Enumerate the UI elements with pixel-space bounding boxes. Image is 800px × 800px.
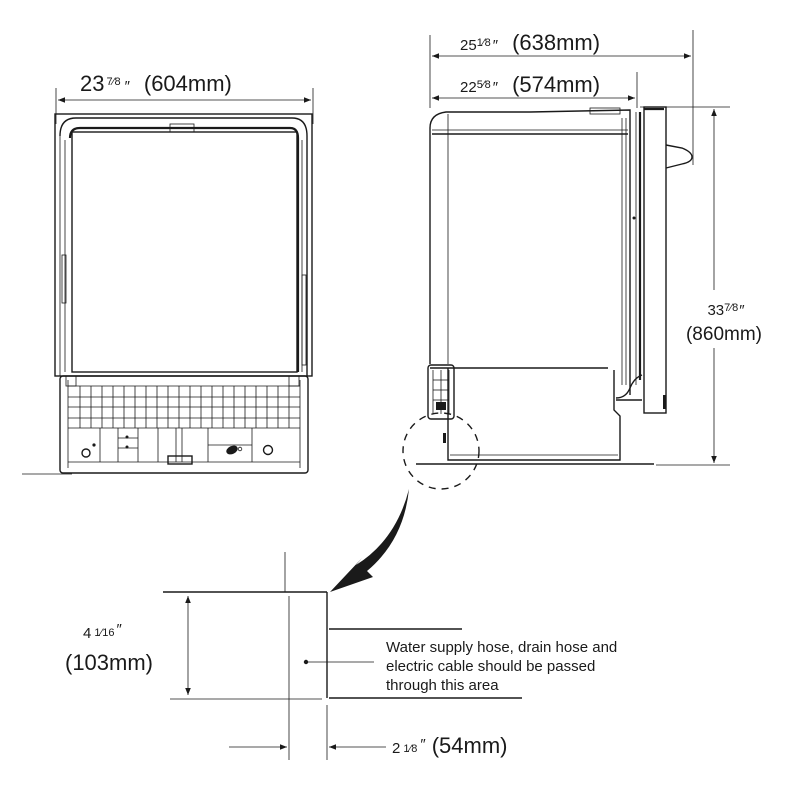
side-height-dimension: 337⁄8″ (860mm) xyxy=(640,106,762,466)
overall-depth-label: 251⁄8″(638mm) xyxy=(460,30,600,55)
routing-note: Water supply hose, drain hose and electr… xyxy=(386,639,621,694)
side-view: 251⁄8″(638mm) 225⁄8″(574mm) 337⁄8″ (860m… xyxy=(402,30,762,490)
side-cabinet-depth-dimension: 225⁄8″(574mm) xyxy=(432,72,638,108)
drain-connector-icon xyxy=(226,445,243,455)
side-overall-depth-dimension: 251⁄8″(638mm) xyxy=(429,30,694,165)
front-base-grille xyxy=(59,375,309,474)
front-door-panel xyxy=(54,113,313,377)
height-label-mm: (860mm) xyxy=(686,324,762,345)
side-door xyxy=(615,106,667,414)
door-handle xyxy=(665,144,693,169)
detail-height-label-mm: (103mm) xyxy=(65,650,153,675)
detail-callout-circle xyxy=(402,412,480,490)
callout-arrow-icon xyxy=(330,489,409,592)
side-cabinet-body xyxy=(427,107,631,461)
height-label-inches: 337⁄8″ xyxy=(707,302,745,319)
cabinet-depth-label: 225⁄8″(574mm) xyxy=(460,72,600,97)
